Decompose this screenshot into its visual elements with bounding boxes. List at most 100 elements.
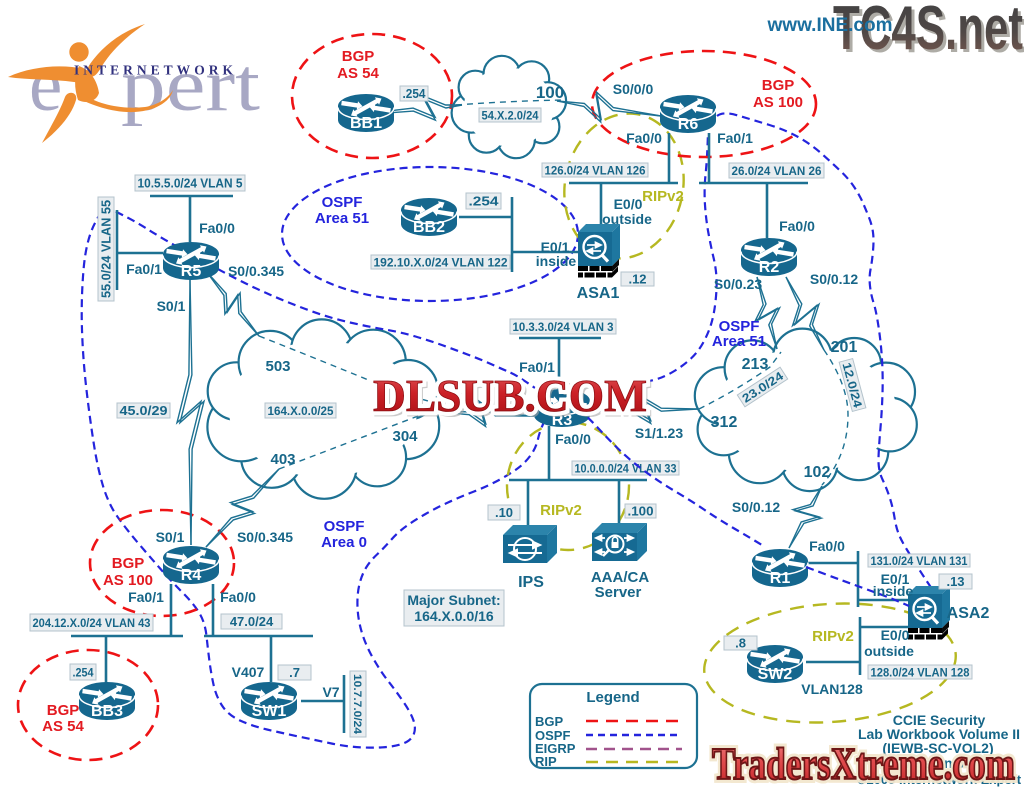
svg-text:V7: V7: [322, 684, 339, 700]
svg-text:E0/1: E0/1: [541, 239, 570, 255]
svg-text:BGP: BGP: [342, 48, 375, 65]
svg-text:RIPv2: RIPv2: [642, 188, 684, 205]
svg-text:Fa0/0: Fa0/0: [199, 220, 235, 236]
svg-text:R3: R3: [552, 412, 573, 429]
svg-text:403: 403: [270, 451, 295, 468]
svg-text:DLSUB.COM: DLSUB.COM: [376, 373, 650, 424]
svg-text:S0/0/0: S0/0/0: [613, 81, 654, 97]
svg-text:E0/1: E0/1: [881, 571, 910, 587]
svg-text:.100: .100: [628, 504, 654, 519]
svg-text:10.7.7.0/24: 10.7.7.0/24: [351, 674, 363, 735]
svg-text:Major Subnet:: Major Subnet:: [407, 592, 500, 608]
svg-text:.254: .254: [73, 665, 94, 679]
svg-text:R2: R2: [759, 259, 780, 276]
svg-text:Area 51: Area 51: [315, 210, 369, 227]
svg-text:S0/0.23: S0/0.23: [714, 276, 762, 292]
svg-text:Fa0/1: Fa0/1: [128, 589, 164, 605]
svg-text:R1: R1: [770, 570, 791, 587]
svg-text:E0/0: E0/0: [881, 627, 910, 643]
svg-text:Server: Server: [595, 584, 642, 601]
svg-text:164.X.0.0/25: 164.X.0.0/25: [268, 404, 334, 418]
svg-text:55.0/24 VLAN 55: 55.0/24 VLAN 55: [99, 200, 114, 298]
svg-text:OSPF: OSPF: [535, 728, 570, 743]
svg-text:TC4S.net: TC4S.net: [836, 0, 1024, 66]
svg-text:Fa0/0: Fa0/0: [555, 431, 591, 447]
svg-text:INTERNETWORK: INTERNETWORK: [74, 63, 236, 78]
svg-text:102: 102: [804, 464, 831, 481]
svg-text:inside: inside: [873, 583, 914, 599]
svg-text:R5: R5: [181, 263, 202, 280]
svg-text:S0/0.12: S0/0.12: [810, 271, 858, 287]
svg-text:Area 0: Area 0: [321, 534, 367, 551]
svg-text:304: 304: [392, 428, 418, 445]
svg-text:TC4S.net: TC4S.net: [833, 0, 1023, 63]
svg-text:10.3.3.0/24 VLAN 3: 10.3.3.0/24 VLAN 3: [513, 320, 614, 334]
svg-text:Fa0/0: Fa0/0: [220, 589, 256, 605]
svg-text:Legend: Legend: [586, 689, 639, 706]
svg-text:BB1: BB1: [350, 115, 382, 132]
svg-text:SW1: SW1: [252, 703, 287, 720]
svg-text:E0/0: E0/0: [614, 196, 643, 212]
svg-text:.254: .254: [469, 194, 500, 209]
svg-text:AS 54: AS 54: [42, 718, 84, 735]
svg-text:S0/0.12: S0/0.12: [732, 499, 780, 515]
svg-text:10.5.5.0/24 VLAN 5: 10.5.5.0/24 VLAN 5: [138, 176, 243, 191]
svg-text:AS 100: AS 100: [753, 94, 803, 111]
svg-text:BGP: BGP: [112, 555, 145, 572]
svg-text:©2009 Internetwork Expert: ©2009 Internetwork Expert: [857, 772, 1022, 787]
svg-text:IPS: IPS: [518, 574, 544, 591]
svg-text:128.0/24 VLAN 128: 128.0/24 VLAN 128: [871, 665, 970, 679]
svg-text:(IEWB-SC-VOL2): (IEWB-SC-VOL2): [882, 740, 993, 756]
svg-text:204.12.X.0/24 VLAN 43: 204.12.X.0/24 VLAN 43: [33, 616, 151, 630]
svg-text:Area 51: Area 51: [712, 333, 766, 350]
svg-text:ASA2: ASA2: [947, 605, 990, 622]
svg-text:AAA/CA: AAA/CA: [591, 569, 649, 586]
svg-text:TradersXtreme.com: TradersXtreme.com: [712, 739, 1015, 789]
svg-text:inside: inside: [536, 253, 577, 269]
svg-text:S0/1: S0/1: [156, 529, 185, 545]
svg-text:e: e: [29, 44, 62, 127]
svg-text:100: 100: [536, 83, 564, 102]
svg-text:47.0/24: 47.0/24: [230, 614, 274, 629]
svg-text:ASA1: ASA1: [577, 285, 620, 302]
svg-text:AS 100: AS 100: [103, 572, 153, 589]
svg-text:201: 201: [831, 339, 858, 356]
svg-text:126.0/24 VLAN 126: 126.0/24 VLAN 126: [545, 163, 646, 177]
svg-text:Fa0/0: Fa0/0: [779, 218, 815, 234]
svg-text:Fa0/1: Fa0/1: [519, 359, 555, 375]
svg-text:VLAN128: VLAN128: [801, 681, 863, 697]
svg-text:outside: outside: [864, 643, 914, 659]
svg-text:RIPv2: RIPv2: [540, 502, 582, 519]
svg-text:AS 54: AS 54: [337, 65, 379, 82]
svg-text:BGP: BGP: [762, 77, 795, 94]
svg-text:OSPF: OSPF: [719, 318, 760, 335]
svg-text:.8: .8: [735, 636, 746, 651]
svg-text:10.0.0.0/24 VLAN 33: 10.0.0.0/24 VLAN 33: [575, 461, 677, 475]
svg-text:BGP: BGP: [47, 702, 80, 719]
svg-text:SW2: SW2: [758, 666, 793, 683]
svg-text:S0/1: S0/1: [157, 298, 186, 314]
svg-text:192.10.X.0/24 VLAN 122: 192.10.X.0/24 VLAN 122: [374, 255, 508, 269]
svg-text:Fa0/1: Fa0/1: [717, 130, 753, 146]
svg-text:Fa0/0: Fa0/0: [626, 130, 662, 146]
svg-text:.13: .13: [946, 574, 964, 589]
svg-text:26.0/24 VLAN 26: 26.0/24 VLAN 26: [732, 164, 822, 178]
svg-text:S1/1.23: S1/1.23: [635, 425, 683, 441]
svg-text:www.INE.com: www.INE.com: [767, 15, 893, 36]
svg-text:DLSUB.COM: DLSUB.COM: [373, 370, 647, 421]
svg-text:RIP: RIP: [535, 754, 557, 769]
svg-text:pert: pert: [121, 44, 260, 127]
svg-text:54.X.2.0/24: 54.X.2.0/24: [482, 108, 539, 122]
svg-text:R6: R6: [678, 116, 699, 133]
svg-text:S0/0.345: S0/0.345: [237, 529, 293, 545]
svg-text:.254: .254: [403, 86, 427, 101]
svg-text:Fa0/1: Fa0/1: [126, 261, 162, 277]
svg-text:outside: outside: [602, 211, 652, 227]
svg-text:Fa0/0: Fa0/0: [809, 538, 845, 554]
svg-text:OSPF: OSPF: [322, 194, 363, 211]
svg-text:45.0/29: 45.0/29: [120, 403, 168, 418]
svg-text:164.X.0.0/16: 164.X.0.0/16: [414, 608, 494, 624]
svg-text:.10: .10: [495, 505, 513, 520]
svg-text:S0/0.345: S0/0.345: [228, 263, 284, 279]
svg-text:Version 5.0: Version 5.0: [902, 755, 976, 771]
